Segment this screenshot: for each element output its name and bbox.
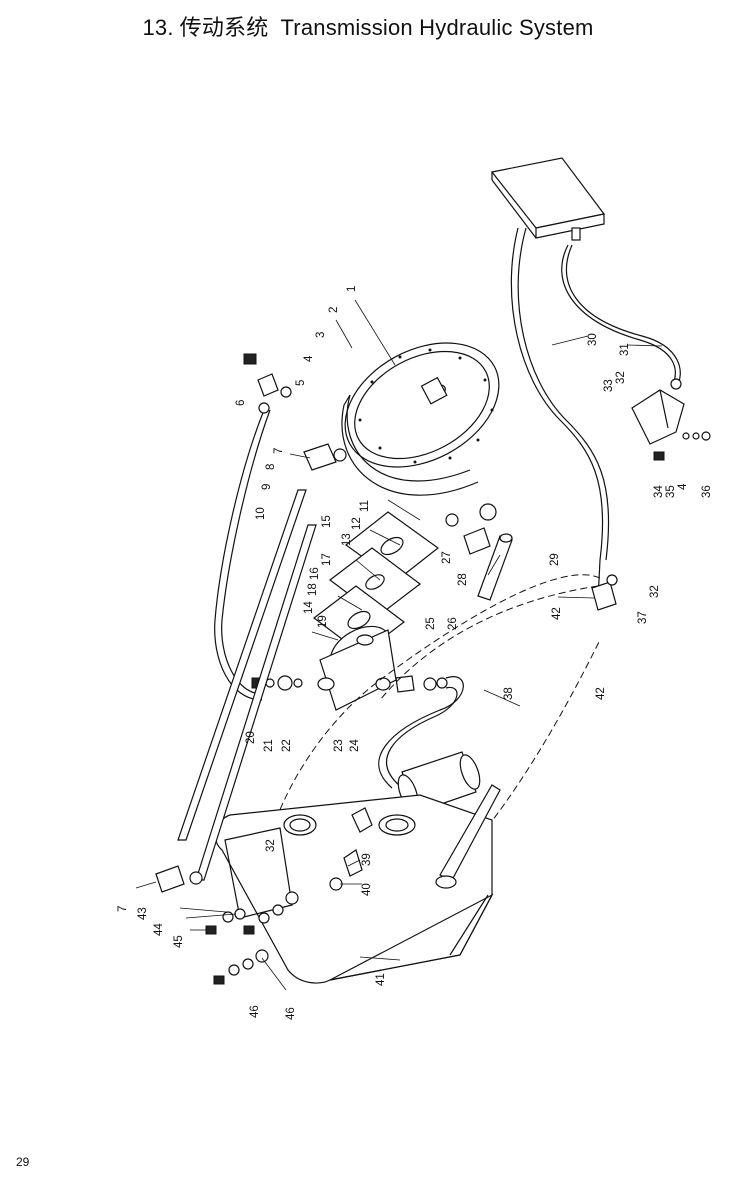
callout: 32 xyxy=(615,371,627,384)
callout: 10 xyxy=(255,507,267,520)
callout: 4 xyxy=(677,483,689,490)
callout: 40 xyxy=(361,883,373,896)
callout: 11 xyxy=(359,500,371,512)
callout: 32 xyxy=(265,839,277,852)
callout: 4 xyxy=(303,355,315,362)
callout: 24 xyxy=(349,739,361,752)
callout-labels: 1 2 3 4 5 6 7 8 9 10 11 12 13 14 15 16 1… xyxy=(117,286,713,1020)
callout: 3 xyxy=(315,332,327,338)
callout: 30 xyxy=(587,333,599,346)
callout: 7 xyxy=(117,906,129,912)
callout: 31 xyxy=(619,343,631,356)
title-chinese: 传动系统 xyxy=(179,16,269,41)
section-number: 13. xyxy=(142,15,174,40)
callout: 33 xyxy=(603,379,615,392)
pedal xyxy=(490,157,606,241)
callout: 25 xyxy=(425,617,437,630)
callout: 16 xyxy=(309,567,321,580)
callout: 14 xyxy=(303,601,315,614)
callout: 15 xyxy=(321,515,333,528)
title-english: Transmission Hydraulic System xyxy=(280,15,594,40)
leader-lines xyxy=(135,299,663,991)
callout: 17 xyxy=(321,553,333,566)
callout: 43 xyxy=(137,907,149,920)
callout: 27 xyxy=(441,551,453,564)
callout: 34 xyxy=(653,485,665,498)
callout: 38 xyxy=(503,687,515,700)
callout: 7 xyxy=(273,448,285,454)
callout: 39 xyxy=(361,853,373,866)
callout: 1 xyxy=(346,286,358,292)
callout: 44 xyxy=(153,923,165,936)
callout: 9 xyxy=(261,484,273,490)
callout: 22 xyxy=(281,739,293,752)
page-number: 29 xyxy=(16,1155,30,1169)
callout: 46 xyxy=(249,1005,261,1018)
callout: 13 xyxy=(341,533,353,546)
tank-41 xyxy=(214,784,501,984)
page-title: 13.传动系统 Transmission Hydraulic System xyxy=(0,10,736,42)
callout: 12 xyxy=(351,517,363,530)
transmission-housing xyxy=(341,342,500,496)
callout: 42 xyxy=(595,687,607,700)
callout: 6 xyxy=(235,400,247,406)
callout: 18 xyxy=(307,583,319,596)
callout: 5 xyxy=(295,380,307,386)
callout: 19 xyxy=(317,615,329,628)
callout: 8 xyxy=(265,464,277,470)
callout: 42 xyxy=(551,607,563,620)
callout: 28 xyxy=(457,573,469,586)
callout: 2 xyxy=(328,307,340,313)
callout: 20 xyxy=(245,731,257,744)
callout: 29 xyxy=(549,553,561,566)
callout: 21 xyxy=(263,739,275,752)
callout: 37 xyxy=(637,611,649,624)
callout: 32 xyxy=(649,585,661,598)
callout: 41 xyxy=(375,973,387,986)
callout: 23 xyxy=(333,739,345,752)
callout: 45 xyxy=(173,935,185,948)
callout: 36 xyxy=(701,485,713,498)
callout: 26 xyxy=(447,617,459,630)
callout: 35 xyxy=(665,485,677,498)
callout: 46 xyxy=(285,1007,297,1020)
